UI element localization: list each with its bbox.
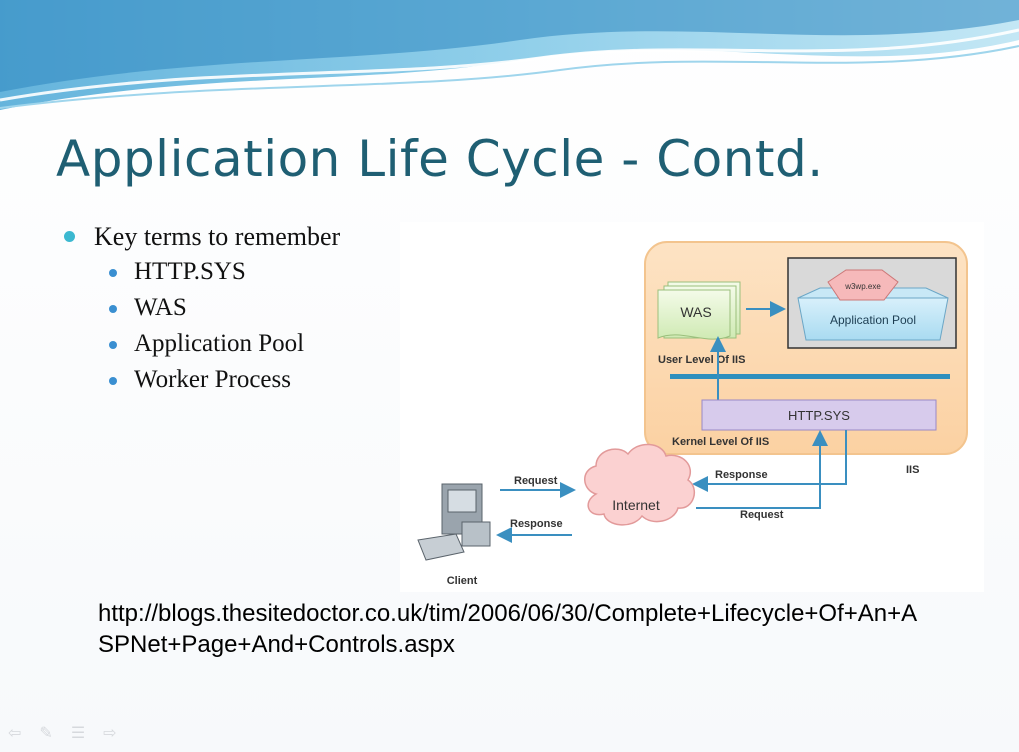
bullet-main-text: Key terms to remember — [94, 222, 341, 251]
client-computer-icon — [417, 483, 491, 561]
sub-bullet-text: HTTP.SYS — [134, 258, 246, 285]
sub-bullet: HTTP.SYS — [64, 258, 340, 294]
internet-label: Internet — [612, 497, 660, 513]
client-request-label: Request — [514, 475, 558, 487]
sub-bullet-text: Application Pool — [134, 330, 305, 357]
bullet-dot — [109, 305, 117, 313]
menu-icon[interactable]: ☰ — [70, 725, 86, 742]
slideshow-nav: ⇦ ✎ ☰ ⇨ — [8, 724, 117, 744]
bullet-dot — [109, 377, 117, 385]
response-path-arrow — [692, 430, 847, 492]
was-shape — [657, 289, 731, 340]
sub-bullet-text: Worker Process — [134, 366, 291, 393]
client-label: Client — [447, 575, 478, 587]
sub-bullet: WAS — [64, 294, 340, 330]
w3wp-shape — [827, 269, 899, 301]
http-sys-label: HTTP.SYS — [788, 408, 850, 423]
diagram-svg: w3wp.exe Application Pool WAS User Level… — [417, 241, 968, 587]
user-level-label: User Level Of IIS — [658, 354, 745, 366]
bullet-dot — [109, 269, 117, 277]
iis-label: IIS — [906, 464, 919, 476]
request-path-arrow — [696, 430, 828, 509]
bullet-main: Key terms to remember — [64, 222, 340, 258]
bullet-dot — [64, 231, 75, 242]
slide-title: Application Life Cycle - Contd. — [56, 130, 824, 188]
bullet-dot — [109, 341, 117, 349]
arrow-left-icon[interactable]: ⇦ — [8, 725, 22, 742]
arrow-right-icon[interactable]: ⇨ — [103, 725, 117, 742]
internet-cloud — [584, 443, 696, 526]
level-separator — [670, 374, 950, 379]
header-wave-decoration — [0, 0, 1019, 110]
w3wp-label: w3wp.exe — [844, 282, 881, 291]
pen-icon[interactable]: ✎ — [39, 725, 53, 742]
response-top-label: Response — [715, 469, 768, 481]
sub-bullet-text: WAS — [134, 294, 187, 321]
sub-bullet: Worker Process — [64, 366, 340, 402]
source-url[interactable]: http://blogs.thesitedoctor.co.uk/tim/200… — [98, 600, 918, 658]
iis-architecture-diagram: w3wp.exe Application Pool WAS User Level… — [400, 222, 984, 592]
was-label: WAS — [680, 304, 711, 320]
sub-bullet: Application Pool — [64, 330, 340, 366]
client-response-label: Response — [510, 518, 563, 530]
kernel-level-label: Kernel Level Of IIS — [672, 436, 769, 448]
app-pool-label: Application Pool — [830, 313, 916, 327]
bullet-list: Key terms to remember HTTP.SYS WAS Appli… — [64, 222, 340, 402]
request-bottom-label: Request — [740, 509, 784, 521]
